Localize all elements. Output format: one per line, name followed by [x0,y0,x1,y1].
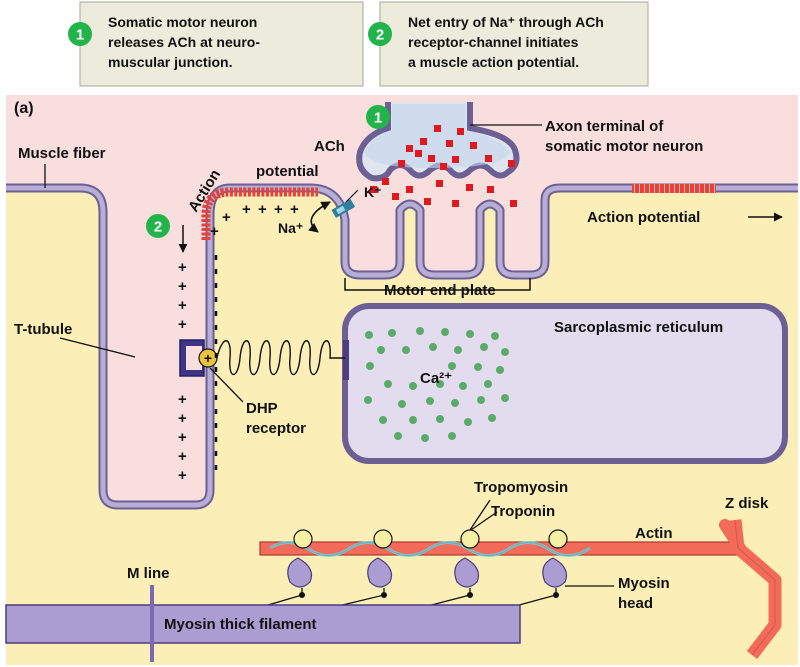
step-1-line-3: muscular junction. [108,54,232,70]
step-box-2: 2 Net entry of Na⁺ through ACh receptor-… [368,1,649,87]
troponin-label: Troponin [491,503,555,520]
svg-text:+: + [178,410,187,427]
step-1-line-1: Somatic motor neuron [108,14,257,30]
dhp-receptor-label-2: receptor [246,420,306,437]
sarcoplasmic-reticulum-label: Sarcoplasmic reticulum [554,319,723,336]
svg-text:+: + [204,350,212,366]
action-potential-band-left [201,187,318,240]
ach-label: ACh [314,138,345,155]
step-2-line-2: receptor-channel initiates [408,34,579,50]
svg-text:+: + [258,201,267,218]
myosin-head-label-1: Myosin [618,575,670,592]
ryanodine-receptor-spring [216,340,345,376]
svg-text:+: + [274,201,283,218]
svg-text:+: + [178,429,187,446]
na-k-exchange-arrow [308,201,331,233]
membrane-charges: ++++ +++++ +++++ + [178,201,299,484]
ach-receptor-channel [331,199,356,218]
troponin-units [293,529,568,549]
svg-text:+: + [178,391,187,408]
k-label: K⁺ [364,184,382,200]
panel-label: (a) [14,100,34,117]
action-potential-label: Action potential [587,209,700,226]
sarcoplasmic-reticulum [342,303,788,464]
tropomyosin-label: Tropomyosin [474,479,568,496]
myosin-thick-filament [5,604,521,644]
step-2-number: 2 [376,27,384,44]
step-badge-2 [368,22,392,46]
muscle-fiber-label: Muscle fiber [18,145,106,162]
z-disk [728,519,782,659]
na-label: Na⁺ [278,220,303,236]
marker-1-badge [366,105,390,129]
step-1-number: 1 [76,27,84,44]
marker-2-badge [146,214,170,238]
z-disk-label: Z disk [725,495,769,512]
svg-text:+: + [222,209,231,226]
axon-terminal-label-2: somatic motor neuron [545,138,703,155]
myosin-heads [287,557,568,588]
svg-text:+: + [178,297,187,314]
extracellular-region [6,95,798,505]
step-2-line-3: a muscle action potential. [408,54,579,70]
dhp-receptor-label-1: DHP [246,400,278,417]
svg-text:+: + [178,259,187,276]
marker-1-number: 1 [374,110,382,127]
ca-label: Ca²⁺ [420,370,452,387]
svg-text:+: + [178,448,187,465]
svg-text:+: + [178,467,187,484]
myosin-thick-filament-label: Myosin thick filament [164,616,317,633]
svg-text:+: + [242,201,251,218]
svg-text:+: + [290,201,299,218]
potential-label: potential [256,163,319,180]
motor-end-plate-label: Motor end plate [384,282,496,299]
t-tubule-label: T-tubule [14,321,72,338]
actin-label: Actin [635,525,673,542]
myosin-head-label-2: head [618,595,653,612]
marker-2-number: 2 [154,219,162,236]
axon-terminal-label-1: Axon terminal of [545,118,664,135]
step-box-1: 1 Somatic motor neuron releases ACh at n… [68,1,364,87]
calcium-ions [364,327,509,442]
step-badge-1 [68,22,92,46]
step-1-line-2: releases ACh at neuro- [108,34,260,50]
motor-end-plate-bracket [344,278,531,291]
svg-text:+: + [178,316,187,333]
ach-molecules [370,125,517,207]
action-potential-band-right [632,184,716,193]
svg-text:+: + [178,278,187,295]
m-line-label: M line [127,565,170,582]
svg-text:+: + [210,223,219,240]
step-2-line-1: Net entry of Na⁺ through ACh [408,14,604,30]
